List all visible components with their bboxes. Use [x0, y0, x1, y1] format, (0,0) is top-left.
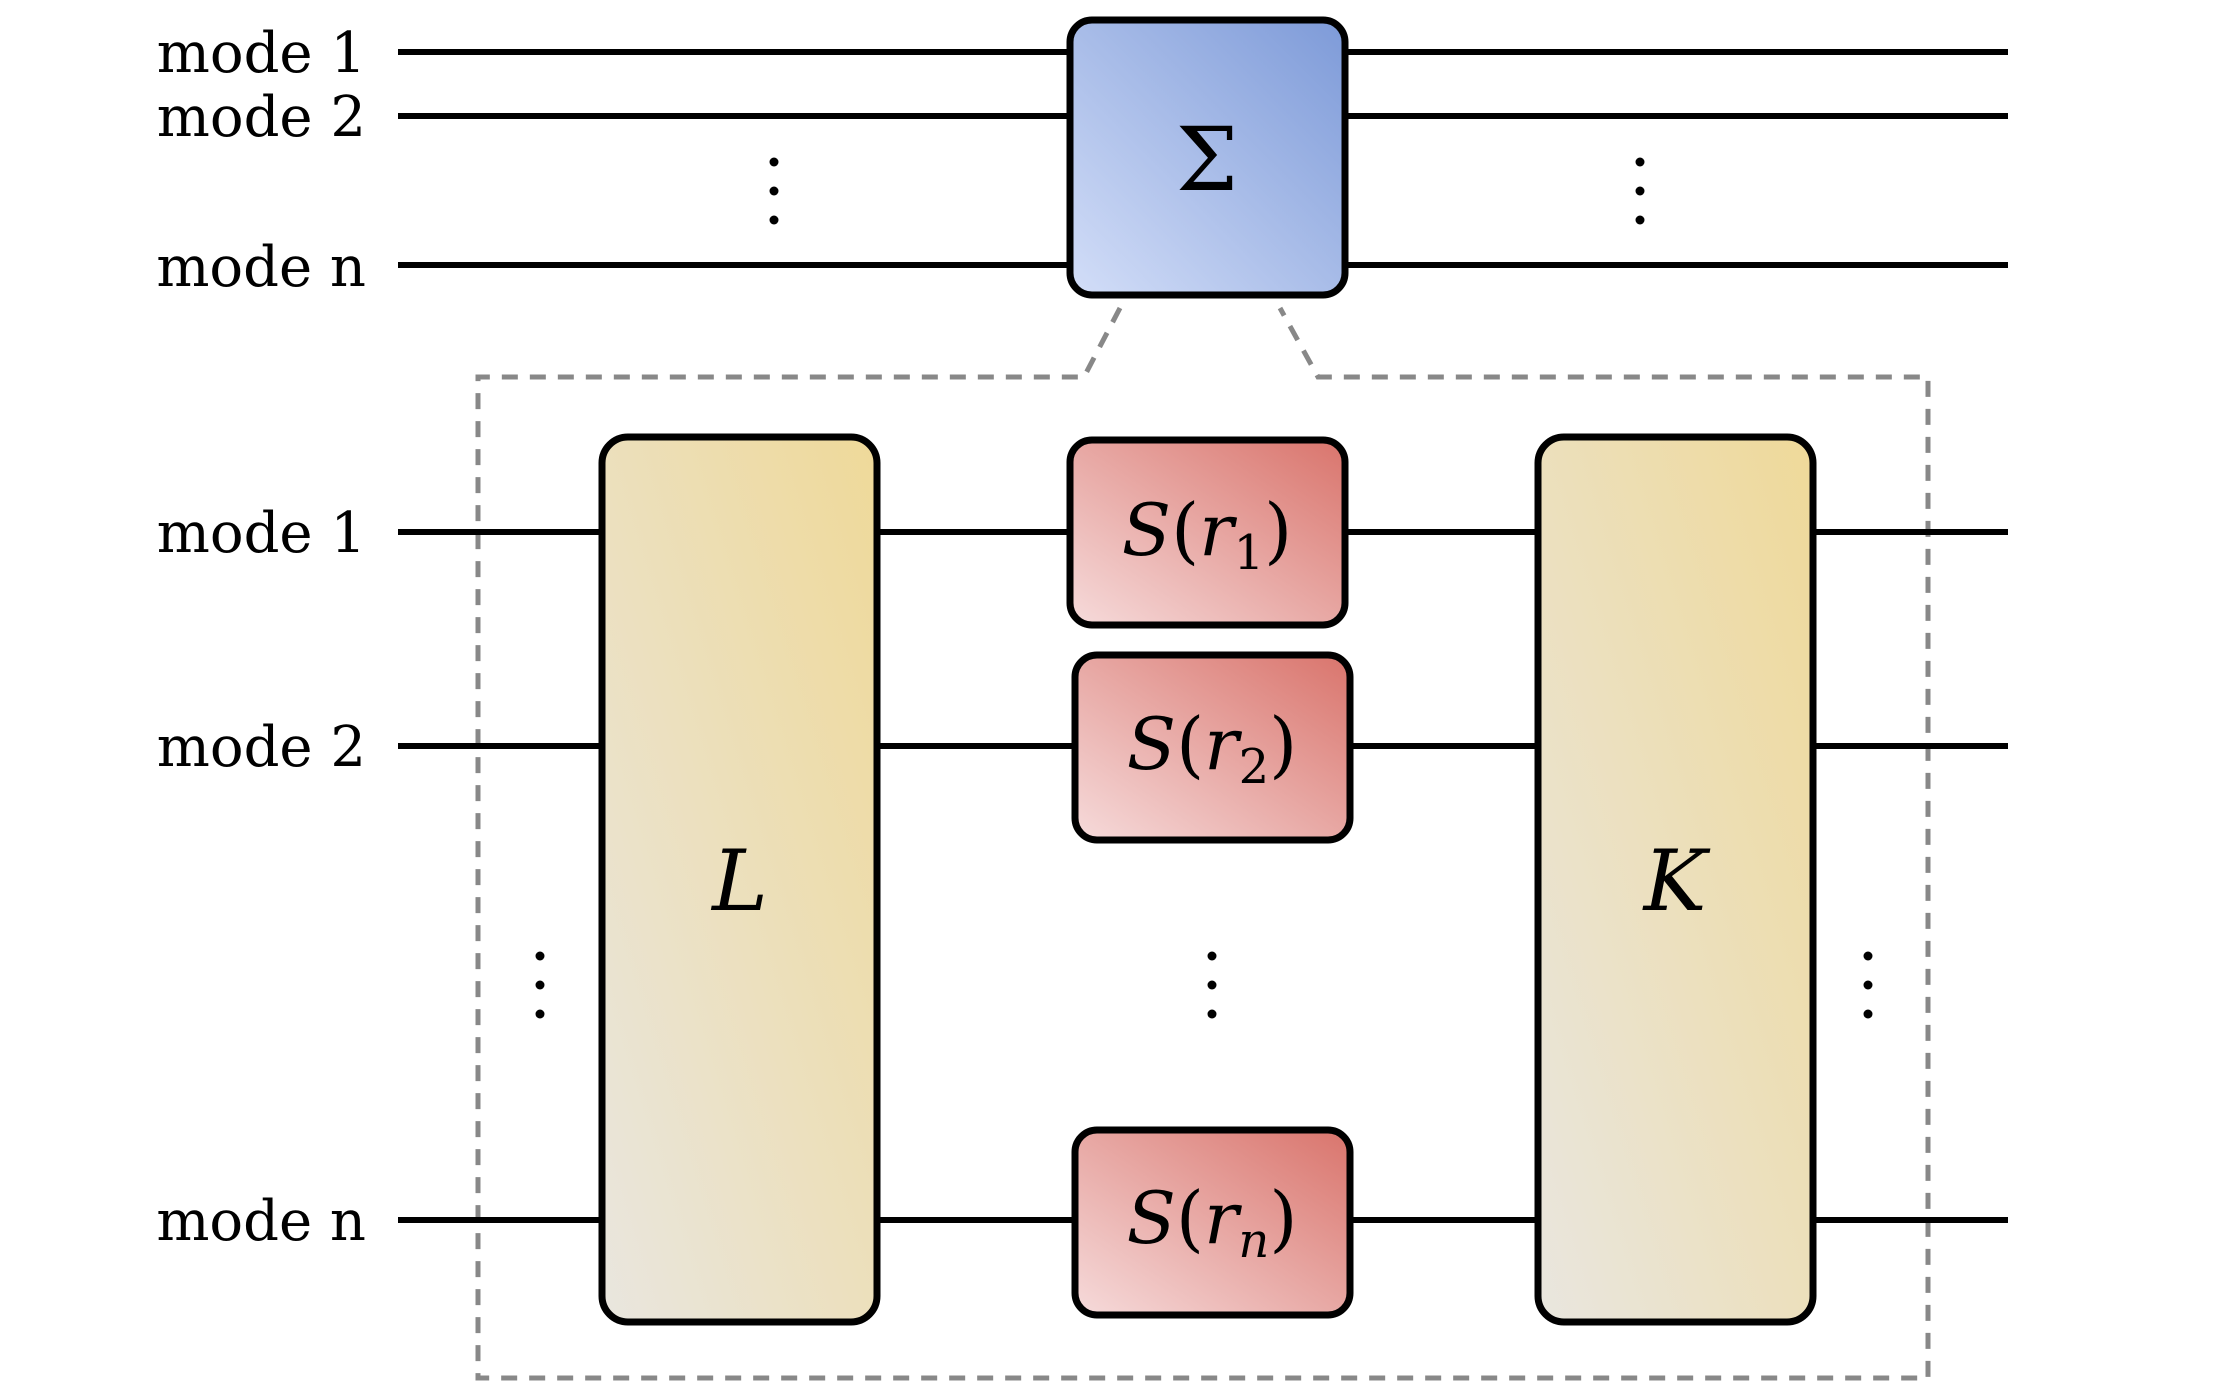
decomposition-circuit: mode 1 mode 2 mode n: [156, 433, 2008, 1326]
top-left-ellipsis: [769, 157, 779, 225]
squeeze-gate-1: S(r1): [1066, 436, 1349, 629]
squeeze-gate-n: S(rn): [1071, 1126, 1354, 1319]
expansion-outline: [475, 306, 1931, 1381]
squeeze-gate-2: S(r2): [1071, 651, 1354, 844]
l-gate: L: [598, 433, 881, 1326]
top-mode-n-label: mode n: [156, 235, 366, 300]
top-mode-1-label: mode 1: [157, 21, 366, 86]
decomp-mode-2-label: mode 2: [157, 715, 366, 780]
decomp-right-ellipsis: [1863, 951, 1873, 1019]
top-mode-2-label: mode 2: [157, 85, 366, 150]
k-gate-label: K: [1642, 832, 1711, 930]
decomp-left-ellipsis: [535, 951, 545, 1019]
decomp-center-ellipsis: [1207, 951, 1217, 1019]
top-right-ellipsis: [1635, 157, 1645, 225]
sigma-gate-label: Σ: [1176, 108, 1238, 211]
squeeze-gate-2-label: S(r2): [1127, 702, 1297, 795]
decomp-mode-n-label: mode n: [156, 1189, 366, 1254]
top-circuit: mode 1 mode 2 mode n Σ: [156, 16, 2008, 300]
k-gate: K: [1534, 433, 1817, 1326]
decomp-mode-1-label: mode 1: [157, 501, 366, 566]
sigma-gate: Σ: [1066, 16, 1349, 299]
squeeze-gate-1-label: S(r1): [1122, 488, 1292, 581]
squeeze-gate-n-label: S(rn): [1127, 1176, 1298, 1269]
l-gate-label: L: [710, 832, 768, 930]
